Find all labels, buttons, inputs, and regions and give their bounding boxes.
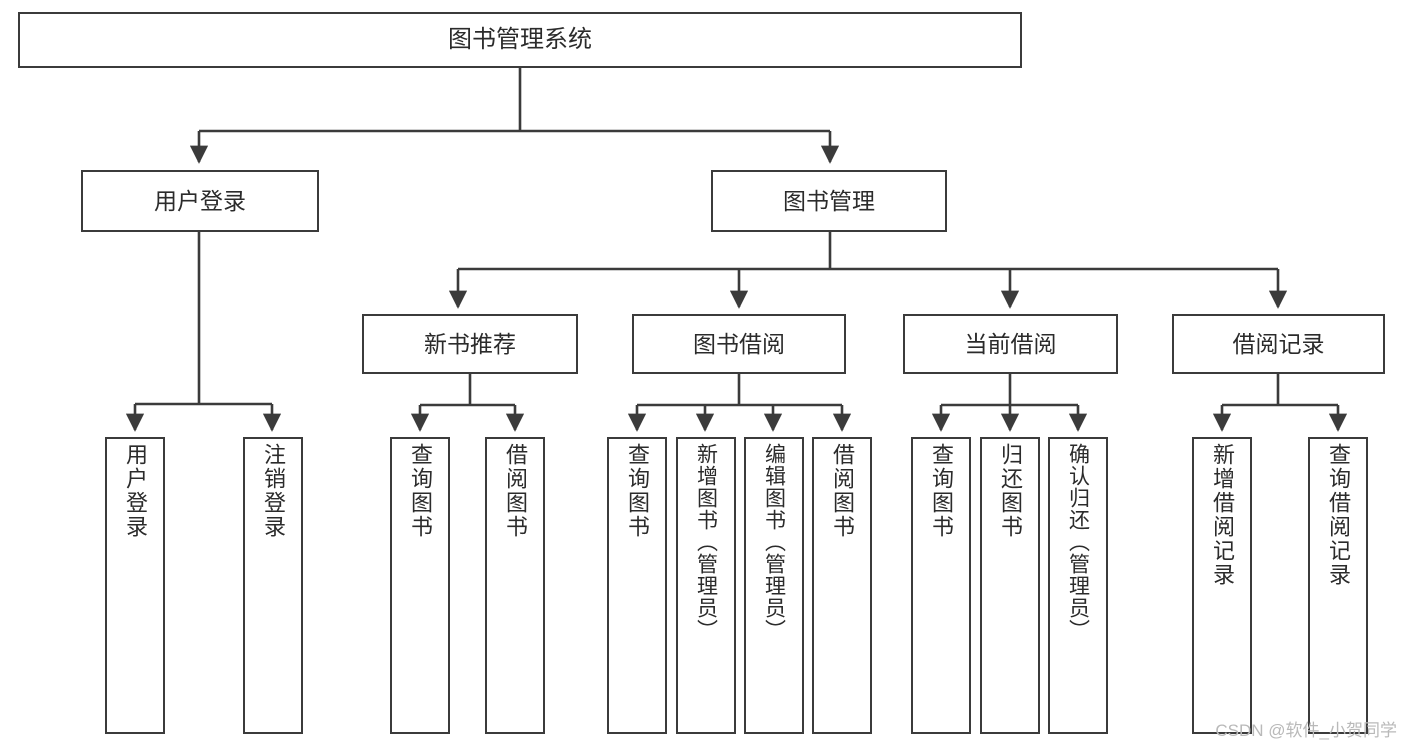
node-label: 注销登录 xyxy=(261,443,286,539)
node-label: 查询图书 xyxy=(625,443,650,539)
node-current-borrow[interactable]: 当前借阅 xyxy=(903,314,1118,374)
node-label: 图书管理 xyxy=(783,187,875,214)
node-label: 归还图书 xyxy=(998,443,1023,539)
node-user-login[interactable]: 用户登录 xyxy=(81,170,319,232)
node-label: 借阅图书 xyxy=(830,443,855,539)
node-label: 新书推荐 xyxy=(424,330,516,357)
leaf-confirm-return-admin[interactable]: 确认归还（管理员） xyxy=(1048,437,1108,734)
leaf-edit-book-admin[interactable]: 编辑图书（管理员） xyxy=(744,437,804,734)
leaf-user-login[interactable]: 用户登录 xyxy=(105,437,165,734)
leaf-add-book-admin[interactable]: 新增图书（管理员） xyxy=(676,437,736,734)
node-label: 确认归还（管理员） xyxy=(1066,443,1090,641)
leaf-borrow-book-new[interactable]: 借阅图书 xyxy=(485,437,545,734)
leaf-add-borrow-record[interactable]: 新增借阅记录 xyxy=(1192,437,1252,734)
leaf-borrow-book[interactable]: 借阅图书 xyxy=(812,437,872,734)
node-label: 编辑图书（管理员） xyxy=(762,443,786,641)
leaf-query-borrow-record[interactable]: 查询借阅记录 xyxy=(1308,437,1368,734)
leaf-return-book[interactable]: 归还图书 xyxy=(980,437,1040,734)
leaf-query-book-current[interactable]: 查询图书 xyxy=(911,437,971,734)
node-label: 查询借阅记录 xyxy=(1326,443,1351,587)
leaf-logout[interactable]: 注销登录 xyxy=(243,437,303,734)
node-label: 查询图书 xyxy=(929,443,954,539)
node-label: 新增图书（管理员） xyxy=(694,443,718,641)
node-label: 当前借阅 xyxy=(964,330,1057,357)
node-borrow-record[interactable]: 借阅记录 xyxy=(1172,314,1385,374)
node-label: 新增借阅记录 xyxy=(1210,443,1235,587)
node-label: 图书管理系统 xyxy=(448,26,592,54)
node-label: 借阅图书 xyxy=(503,443,528,539)
leaf-query-book-new[interactable]: 查询图书 xyxy=(390,437,450,734)
node-label: 图书借阅 xyxy=(693,330,785,357)
leaf-query-book-borrow[interactable]: 查询图书 xyxy=(607,437,667,734)
node-book-management[interactable]: 图书管理 xyxy=(711,170,947,232)
node-new-book-recommend[interactable]: 新书推荐 xyxy=(362,314,578,374)
node-label: 用户登录 xyxy=(154,187,246,214)
node-label: 用户登录 xyxy=(123,443,148,539)
node-label: 借阅记录 xyxy=(1232,330,1325,357)
node-book-borrow[interactable]: 图书借阅 xyxy=(632,314,846,374)
node-root-system[interactable]: 图书管理系统 xyxy=(18,12,1022,68)
node-label: 查询图书 xyxy=(408,443,433,539)
